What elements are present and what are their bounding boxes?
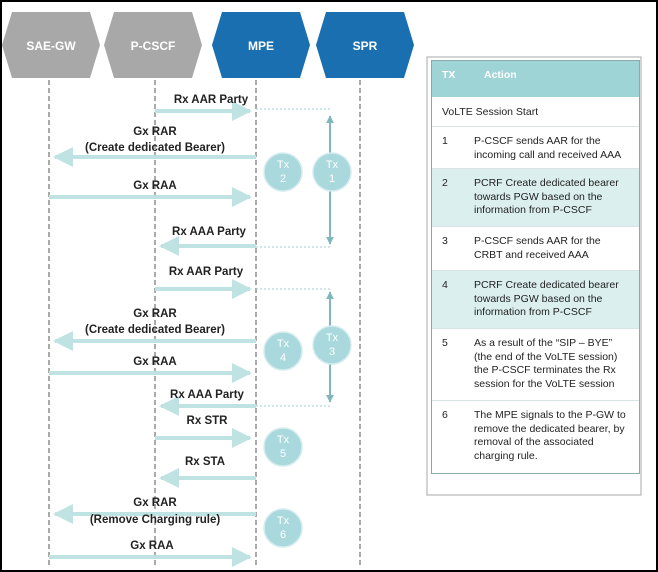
tx-circle-1: Tx 1 <box>312 152 352 192</box>
message-label: Rx AAA Party <box>170 389 245 401</box>
tx-circle-2: Tx 2 <box>263 152 303 192</box>
message-label: Rx STR <box>187 415 229 427</box>
table-selection-frame <box>426 56 642 496</box>
message-label: Gx RAR <box>133 126 177 138</box>
message-label: (Create dedicated Bearer) <box>85 324 225 336</box>
tx-circle-3: Tx 3 <box>312 325 352 365</box>
svg-text:1: 1 <box>329 173 335 185</box>
svg-text:Tx: Tx <box>277 159 290 171</box>
svg-text:6: 6 <box>280 529 286 541</box>
entity-label: P-CSCF <box>131 39 176 53</box>
message-label: Rx AAA Party <box>172 226 247 238</box>
entity-label: SAE-GW <box>26 39 76 53</box>
header-action: Action <box>484 69 517 81</box>
message-label: Rx AAR Party <box>169 266 244 278</box>
svg-text:4: 4 <box>280 352 286 364</box>
message-label: Rx STA <box>185 456 225 468</box>
header-tx: TX <box>442 69 456 81</box>
message-label: Gx RAR <box>133 308 177 320</box>
entity-sae-gw: SAE-GW <box>2 12 100 78</box>
message-label: Gx RAA <box>133 180 176 192</box>
svg-text:3: 3 <box>329 346 335 358</box>
message-label: Gx RAA <box>130 540 173 552</box>
entity-p-cscf: P-CSCF <box>104 12 202 78</box>
table-row: 5 As a result of the “SIP – BYE” (the en… <box>432 329 639 401</box>
svg-text:Tx: Tx <box>277 515 290 527</box>
message-label: (Create dedicated Bearer) <box>85 142 225 154</box>
table-section: VoLTE Session Start <box>432 97 639 127</box>
message-label: Gx RAA <box>133 356 176 368</box>
svg-text:5: 5 <box>280 448 286 460</box>
entity-mpe: MPE <box>212 12 310 78</box>
table-row: 1 P-CSCF sends AAR for the incoming call… <box>432 127 639 169</box>
entity-label: SPR <box>353 39 378 53</box>
tx-markers <box>256 108 330 407</box>
svg-text:Tx: Tx <box>277 434 290 446</box>
message-arrows <box>49 101 256 567</box>
entity-spr: SPR <box>316 12 414 78</box>
message-label: Rx AAR Party <box>174 94 249 106</box>
tx-circle-6: Tx 6 <box>263 508 303 548</box>
svg-text:Tx: Tx <box>277 338 290 350</box>
message-label: (Remove Charging rule) <box>90 514 221 526</box>
table-row: 2 PCRF Create dedicated bearer towards P… <box>432 169 639 227</box>
svg-text:Tx: Tx <box>326 332 339 344</box>
message-label: Gx RAR <box>133 497 177 509</box>
table-row: 4 PCRF Create dedicated bearer towards P… <box>432 271 639 329</box>
table-header: TX Action <box>432 61 639 97</box>
action-table: TX Action VoLTE Session Start 1 P-CSCF s… <box>431 60 640 474</box>
lifelines <box>48 80 361 568</box>
svg-text:2: 2 <box>280 173 286 185</box>
table-row: 3 P-CSCF sends AAR for the CRBT and rece… <box>432 227 639 271</box>
table-row: 6 The MPE signals to the P-GW to remove … <box>442 409 626 462</box>
tx-circle-4: Tx 4 <box>263 331 303 371</box>
tx-circle-5: Tx 5 <box>263 427 303 467</box>
svg-text:Tx: Tx <box>326 159 339 171</box>
entity-label: MPE <box>248 39 274 53</box>
